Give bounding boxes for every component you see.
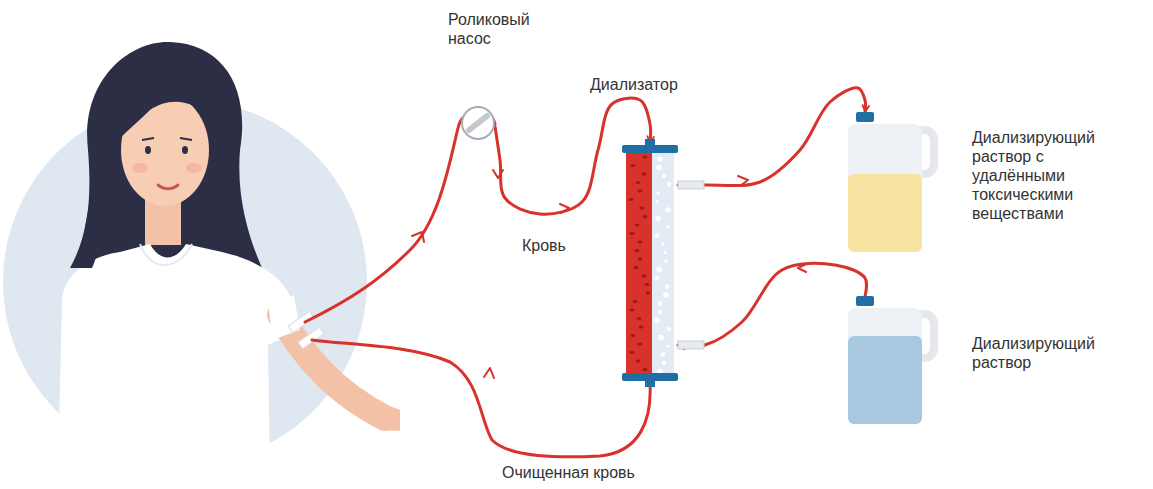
used-dialysate-jug-outline xyxy=(848,112,938,252)
node-label: Роликовый насос xyxy=(448,10,538,48)
edge-label-holder: Кровь xyxy=(520,236,568,255)
label-holder: Диализирующий раствор с удалёнными токси… xyxy=(972,128,1098,223)
label-holder: Роликовый насос xyxy=(448,10,538,48)
label-holder: Диализирующий раствор xyxy=(972,334,1142,372)
node-label: Диализирующий раствор с удалёнными токси… xyxy=(972,128,1098,223)
fresh-dialysate-tube xyxy=(678,263,866,346)
fresh-dialysate-jug-outline xyxy=(848,296,938,424)
pump-roller xyxy=(469,116,487,130)
fresh-dialysate-jug: Диализирующий раствор xyxy=(848,296,938,424)
blood-tubes xyxy=(305,111,650,457)
purified-blood-label: Очищенная кровь xyxy=(500,463,637,482)
tube-label: Очищенная кровь xyxy=(500,463,637,482)
roller-pump-outline xyxy=(461,106,495,140)
node-label: Диализатор xyxy=(590,75,678,94)
arterial-tube xyxy=(305,111,495,322)
venous-tube xyxy=(312,340,650,457)
edge-label: Кровь xyxy=(520,236,568,255)
used-dialysate-jug: Диализирующий раствор с удалёнными токси… xyxy=(848,112,938,252)
jug-shape xyxy=(848,296,934,424)
jug-shape xyxy=(848,112,934,252)
node-label: Диализирующий раствор xyxy=(972,334,1142,372)
roller-pump: Роликовый насос xyxy=(461,106,495,140)
patient-figure xyxy=(3,42,400,462)
pump-rotor xyxy=(462,107,494,139)
dialyzer-body xyxy=(622,139,704,387)
label-holder: Диализатор xyxy=(590,75,678,94)
flow-chevrons xyxy=(412,170,806,378)
used-dialysate-tube xyxy=(678,88,865,186)
dialyzer-outline xyxy=(622,143,678,383)
dialyzer: Диализатор xyxy=(622,143,678,383)
